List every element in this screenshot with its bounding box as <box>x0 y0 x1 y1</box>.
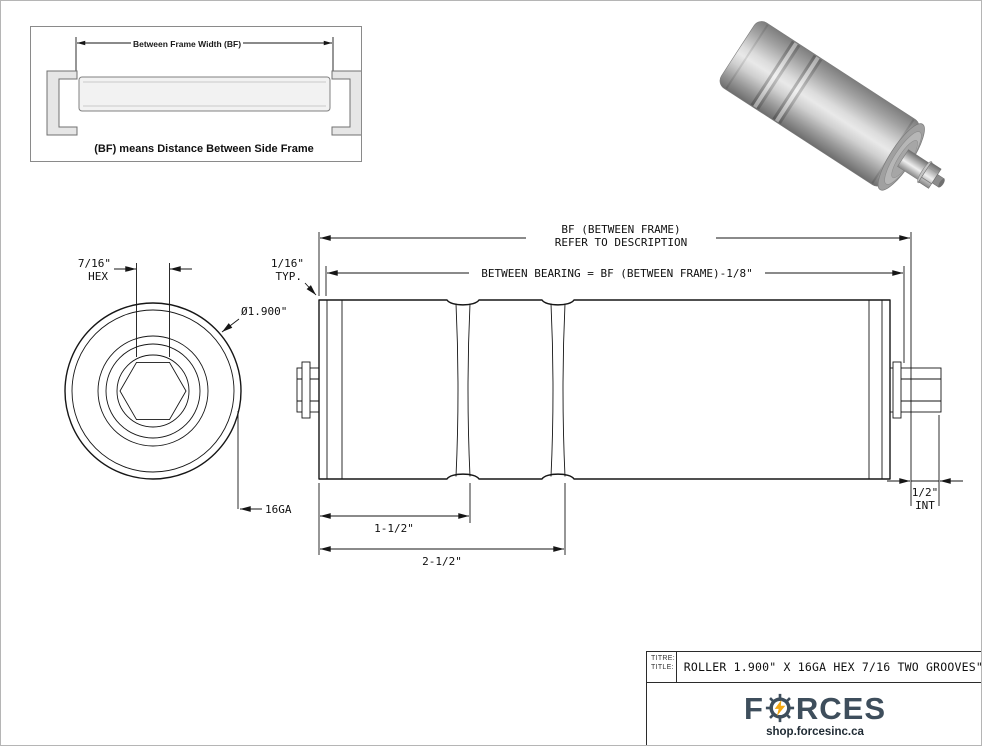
typ-label-line1: 1/16" <box>271 257 304 270</box>
left-shaft <box>296 361 320 419</box>
bf-label-line1: BF (BETWEEN FRAME) <box>561 223 680 236</box>
inset-caption: (BF) means Distance Between Side Frame <box>94 143 313 155</box>
roller-3d-endcap <box>877 123 945 191</box>
groove2-dim-label: 2-1/2" <box>422 555 462 568</box>
typ-label-line2: TYP. <box>276 270 303 283</box>
gear-lightning-icon <box>765 693 795 723</box>
website-text: shop.forcesinc.ca <box>766 725 864 738</box>
drawing-title: ROLLER 1.900" X 16GA HEX 7/16 TWO GROOVE… <box>683 660 982 674</box>
title-block: TITRE: TITLE: ROLLER 1.900" X 16GA HEX 7… <box>646 651 982 745</box>
dim-between-frame: BF (BETWEEN FRAME) REFER TO DESCRIPTION <box>318 223 912 506</box>
dim-between-bearing: BETWEEN BEARING = BF (BETWEEN FRAME)-1/8… <box>325 266 905 363</box>
title-label-fr: TITRE: <box>651 655 675 662</box>
inset-dim-label: Between Frame Width (BF) <box>133 39 241 49</box>
int-label-line1: 1/2" <box>912 486 939 499</box>
end-view-dimensions: 7/16" HEX Ø1.900" 16GA <box>78 257 292 516</box>
hex-dim-value: 7/16" <box>78 257 111 270</box>
hex-bore <box>119 361 187 421</box>
title-label-cell: TITRE: TITLE: <box>647 652 677 682</box>
roller-3d-view <box>701 6 973 192</box>
title-label-en: TITLE: <box>651 664 674 671</box>
bf-legend-drawing: Between Frame Width (BF) (BF) means Dist… <box>46 37 361 155</box>
side-view <box>296 299 942 480</box>
inset-roller <box>78 76 331 112</box>
bf-legend-inset: Between Frame Width (BF) (BF) means Dist… <box>30 26 362 162</box>
diameter-label: Ø1.900" <box>241 305 287 318</box>
gauge-label: 16GA <box>265 503 292 516</box>
tube-outline <box>318 299 891 480</box>
dim-shaft-int: 1/2" INT <box>887 415 963 512</box>
groove1-dim-label: 1-1/2" <box>374 522 414 535</box>
logo-row: F RCES <box>647 683 981 745</box>
hex-dim-unit: HEX <box>88 270 108 283</box>
logo-letters-rces: RCES <box>795 690 887 726</box>
title-row: TITRE: TITLE: ROLLER 1.900" X 16GA HEX 7… <box>647 652 982 683</box>
roller-3d-body <box>719 21 945 191</box>
inset-side-frames <box>46 70 361 136</box>
roller-3d-render <box>719 21 945 191</box>
between-bearing-label: BETWEEN BEARING = BF (BETWEEN FRAME)-1/8… <box>481 267 753 280</box>
inset-dimension: Between Frame Width (BF) <box>75 37 334 73</box>
dim-typ-gap: 1/16" TYP. <box>271 257 317 296</box>
bf-label-line2: REFER TO DESCRIPTION <box>555 236 687 249</box>
roller-3d-grooves <box>725 24 915 184</box>
grooves <box>455 303 566 477</box>
end-view <box>64 302 242 480</box>
forces-logo: F RCES <box>744 693 886 724</box>
dim-groove-positions: 1-1/2" 2-1/2" <box>318 483 566 568</box>
lightning-bolt-icon <box>774 700 786 716</box>
int-label-line2: INT <box>915 499 935 512</box>
logo-letter-f: F <box>743 690 764 726</box>
right-shaft <box>889 361 942 419</box>
